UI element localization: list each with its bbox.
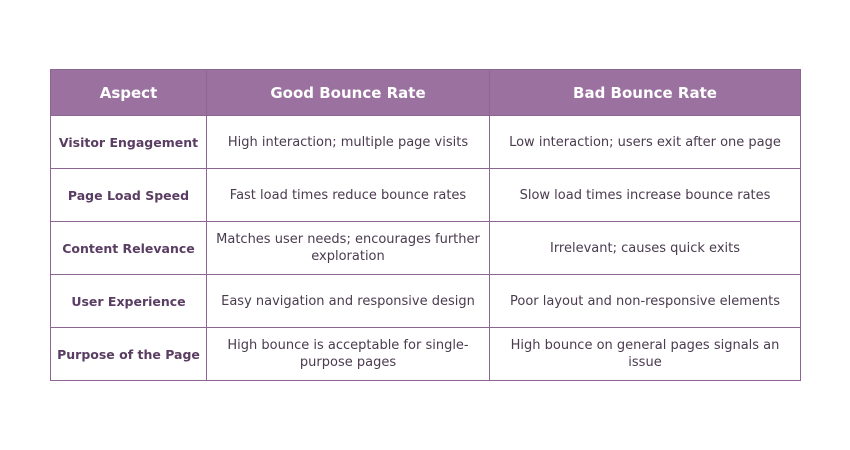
bounce-rate-comparison-table: Aspect Good Bounce Rate Bad Bounce Rate …	[50, 69, 801, 381]
table-row: Purpose of the Page High bounce is accep…	[50, 327, 801, 381]
table-body: Visitor Engagement High interaction; mul…	[50, 115, 801, 381]
good-cell: Matches user needs; encourages further e…	[206, 221, 490, 275]
aspect-cell: Content Relevance	[50, 221, 207, 275]
table-row: User Experience Easy navigation and resp…	[50, 274, 801, 328]
bad-cell: Poor layout and non-responsive elements	[489, 274, 801, 328]
header-aspect: Aspect	[50, 69, 207, 116]
bad-cell: Low interaction; users exit after one pa…	[489, 115, 801, 169]
aspect-cell: Page Load Speed	[50, 168, 207, 222]
header-good-bounce-rate: Good Bounce Rate	[206, 69, 490, 116]
table-row: Content Relevance Matches user needs; en…	[50, 221, 801, 275]
comparison-table-container: Aspect Good Bounce Rate Bad Bounce Rate …	[50, 69, 801, 381]
aspect-cell: Visitor Engagement	[50, 115, 207, 169]
table-row: Visitor Engagement High interaction; mul…	[50, 115, 801, 169]
good-cell: High bounce is acceptable for single-pur…	[206, 327, 490, 381]
good-cell: High interaction; multiple page visits	[206, 115, 490, 169]
bad-cell: Slow load times increase bounce rates	[489, 168, 801, 222]
header-bad-bounce-rate: Bad Bounce Rate	[489, 69, 801, 116]
aspect-cell: User Experience	[50, 274, 207, 328]
table-header: Aspect Good Bounce Rate Bad Bounce Rate	[50, 69, 801, 116]
table-row: Page Load Speed Fast load times reduce b…	[50, 168, 801, 222]
good-cell: Fast load times reduce bounce rates	[206, 168, 490, 222]
bad-cell: High bounce on general pages signals an …	[489, 327, 801, 381]
bad-cell: Irrelevant; causes quick exits	[489, 221, 801, 275]
header-row: Aspect Good Bounce Rate Bad Bounce Rate	[50, 69, 801, 116]
good-cell: Easy navigation and responsive design	[206, 274, 490, 328]
aspect-cell: Purpose of the Page	[50, 327, 207, 381]
